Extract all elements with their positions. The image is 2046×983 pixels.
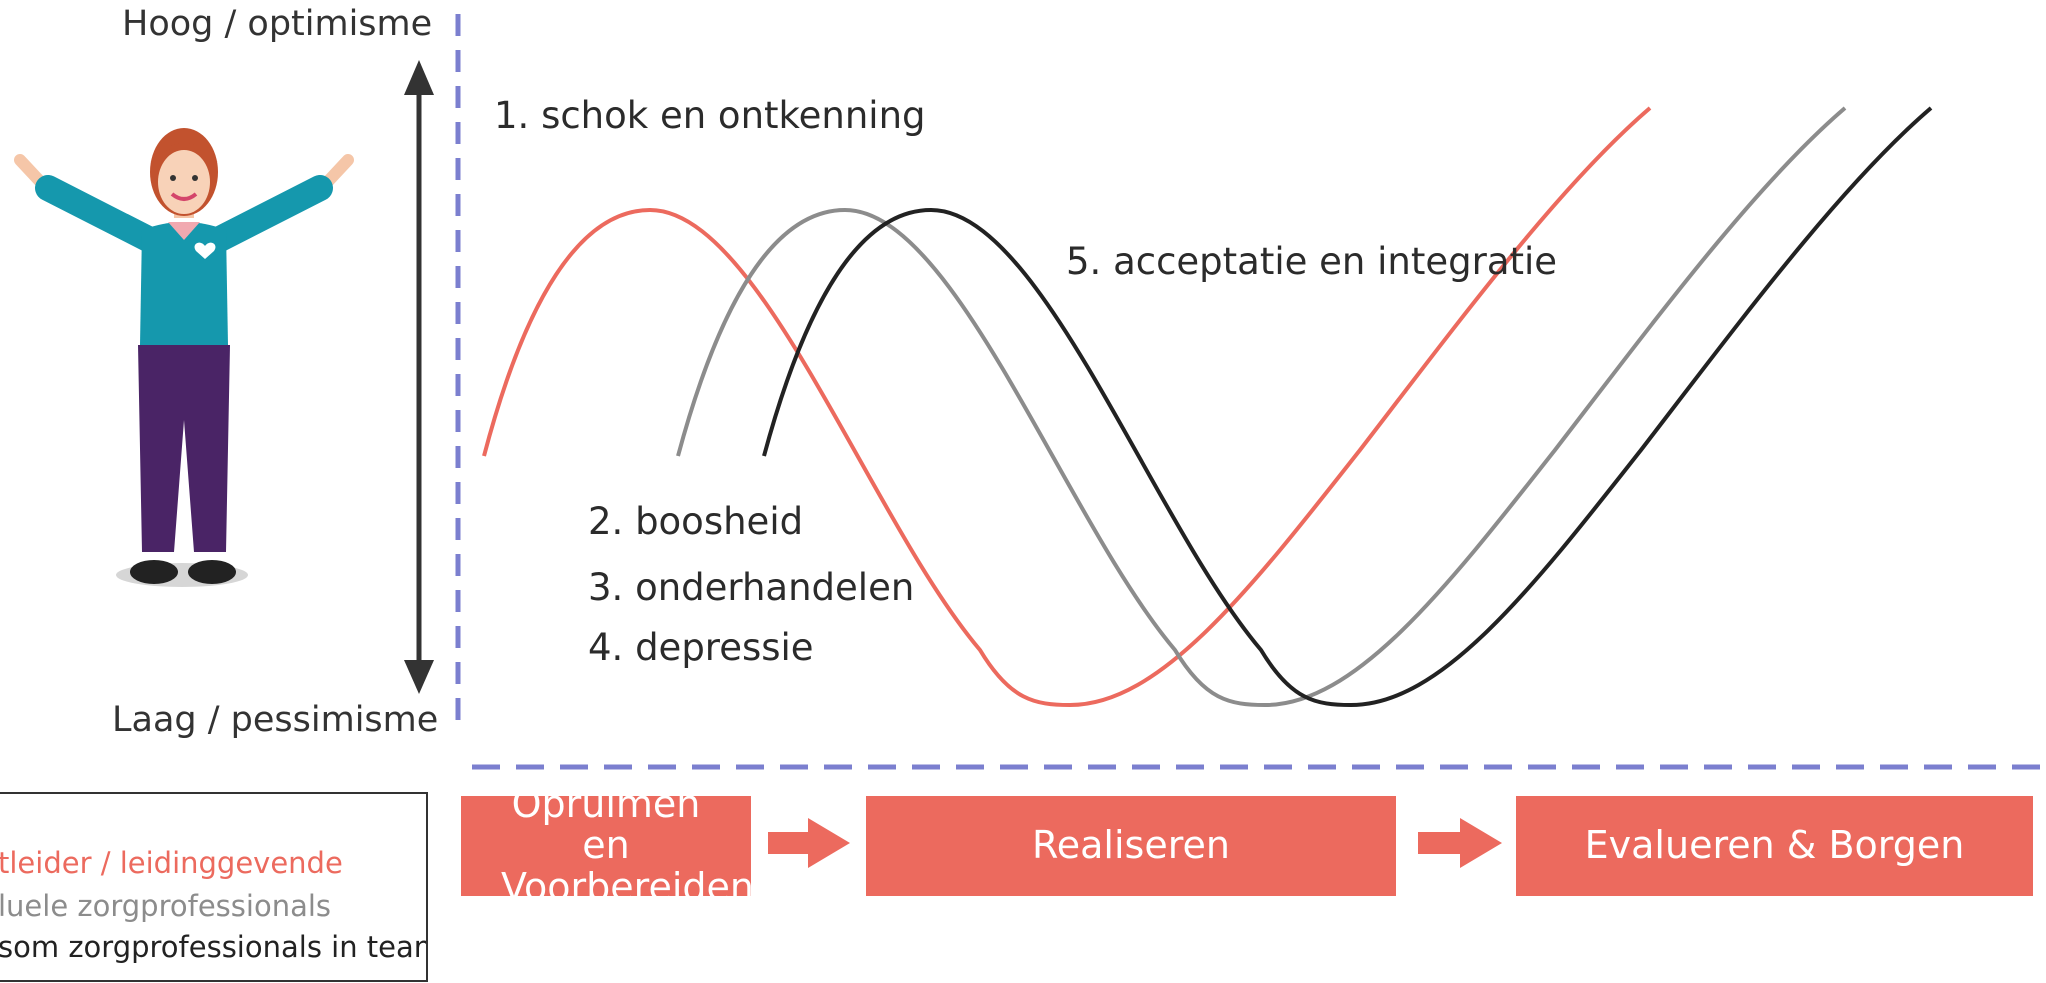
right-arrow-icon bbox=[1418, 818, 1502, 868]
curve-individual bbox=[676, 106, 1847, 708]
curve-leader bbox=[482, 106, 1652, 708]
cheering-woman-icon bbox=[14, 128, 354, 587]
stage-3-label: 3. onderhandelen bbox=[588, 566, 915, 609]
legend: tleider / leidinggevende luele zorgprofe… bbox=[0, 792, 428, 982]
stage-2-label: 2. boosheid bbox=[588, 500, 804, 543]
axis-bottom-label: Laag / pessimisme bbox=[112, 700, 439, 740]
legend-item-individual: luele zorgprofessionals bbox=[0, 889, 332, 923]
phase-box-realize: Realiseren bbox=[866, 796, 1396, 896]
axis-top-label: Hoog / optimisme bbox=[122, 4, 433, 44]
stage-4-label: 4. depressie bbox=[588, 626, 814, 669]
phase-label: Opruimen en Voorbereiden bbox=[501, 782, 754, 909]
stage-5-label: 5. acceptatie en integratie bbox=[1066, 240, 1558, 283]
double-arrow-icon bbox=[404, 60, 434, 694]
stage-1-label: 1. schok en ontkenning bbox=[494, 94, 926, 137]
phase-box-evaluate: Evalueren & Borgen bbox=[1516, 796, 2033, 896]
phase-label: Evalueren & Borgen bbox=[1584, 823, 1965, 868]
legend-item-leader: tleider / leidinggevende bbox=[0, 846, 343, 880]
legend-item-team: som zorgprofessionals in team bbox=[0, 930, 428, 964]
phase-box-prepare: Opruimen en Voorbereiden bbox=[461, 784, 754, 907]
curve-team bbox=[762, 106, 1933, 708]
phase-label: Realiseren bbox=[1032, 823, 1230, 868]
right-arrow-icon bbox=[768, 818, 850, 868]
